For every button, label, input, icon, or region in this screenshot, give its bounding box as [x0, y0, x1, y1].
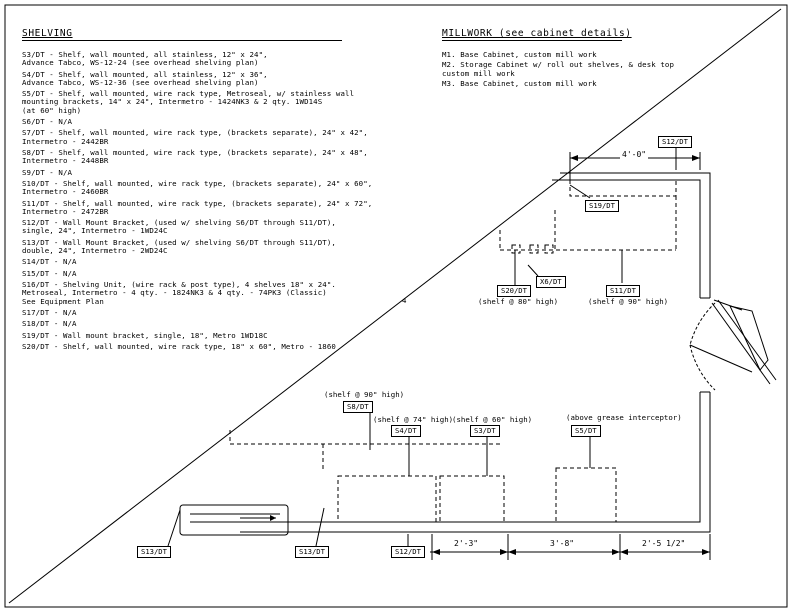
shelving-line: (at 60" high) — [22, 105, 82, 115]
tag-s8: S8/DT — [343, 401, 373, 413]
tag-s5: S5/DT — [571, 425, 601, 437]
millwork-heading: MILLWORK (see cabinet details) — [442, 28, 632, 39]
shelving-line: S14/DT - N/A — [22, 257, 77, 267]
shelving-line: Intermetro - 2472BR — [22, 206, 109, 216]
shelving-line: double, 24", Intermetro - 2WD24C — [22, 246, 168, 255]
tag-s12-top: S12/DT — [658, 136, 692, 148]
tag-s4: S4/DT — [391, 425, 421, 437]
tag-s11: S11/DT — [606, 285, 640, 297]
shelving-line: S8/DT - Shelf, wall mounted, wire rack t… — [22, 148, 368, 157]
shelving-line: S13/DT - Wall Mount Bracket, (used w/ sh… — [22, 237, 336, 247]
shelving-line: S5/DT - Shelf, wall mounted, wire rack t… — [22, 89, 355, 99]
millwork-line: M3. Base Cabinet, custom mill work — [442, 78, 597, 88]
millwork-line: M2. Storage Cabinet w/ roll out shelves,… — [442, 59, 675, 69]
note-s5-above-grease-interceptor: (above grease interceptor) — [566, 413, 682, 422]
shelving-line: Intermetro - 2442BR — [22, 136, 109, 146]
note-s11-height: (shelf @ 90" high) — [588, 297, 669, 306]
note-s4-height: (shelf @ 74" high) — [373, 415, 454, 424]
shelving-line: S6/DT - N/A — [22, 117, 73, 126]
shelving-line: S15/DT - N/A — [22, 268, 77, 278]
tag-s20: S20/DT — [497, 285, 531, 297]
shelving-line: S11/DT - Shelf, wall mounted, wire rack … — [22, 198, 373, 208]
shelving-line: See Equipment Plan — [22, 296, 104, 306]
note-s3-height: (shelf @ 60" high) — [452, 415, 533, 424]
shelving-line: Intermetro - 2448BR — [22, 156, 109, 166]
shelving-line: S4/DT - Shelf, wall mounted, all stainle… — [22, 69, 268, 79]
millwork-line: custom mill work — [442, 69, 515, 78]
shelving-line: Metroseal, Intermetro - 4 qty. - 1824NK3… — [22, 288, 327, 298]
shelving-line: Advance Tabco, WS-12-24 (see overhead sh… — [22, 58, 259, 68]
millwork-line: M1. Base Cabinet, custom mill work — [442, 50, 597, 59]
shelving-line: S12/DT - Wall Mount Bracket, (used w/ sh… — [22, 218, 336, 228]
shelving-line: Advance Tabco, WS-12-36 (see overhead sh… — [22, 77, 259, 87]
millwork-heading-rule — [442, 40, 622, 41]
shelving-line: mounting brackets, 14" x 24", Intermetro… — [22, 97, 323, 107]
door-swing — [689, 299, 777, 391]
tag-s13-a: S13/DT — [137, 546, 171, 558]
shelving-line: S7/DT - Shelf, wall mounted, wire rack t… — [22, 128, 368, 138]
shelving-line: S17/DT - N/A — [22, 308, 77, 317]
dimension-bottom-2: 3'-8" — [548, 539, 577, 548]
dimension-top: 4'-0" — [620, 150, 649, 159]
shelving-line: Intermetro - 2460BR — [22, 187, 109, 197]
shelving-line: single, 24", Intermetro - 1WD24C — [22, 226, 168, 236]
shelving-line: S19/DT - Wall mount bracket, single, 18"… — [22, 330, 268, 340]
tag-s12-bottom: S12/DT — [391, 546, 425, 558]
tag-x6: X6/DT — [536, 276, 566, 288]
shelving-heading: SHELVING — [22, 28, 73, 39]
shelving-line: S3/DT - Shelf, wall mounted, all stainle… — [22, 50, 268, 59]
tag-s3: S3/DT — [470, 425, 500, 437]
shelving-heading-rule — [22, 40, 342, 41]
dimension-bottom-1: 2'-3" — [452, 539, 481, 548]
note-s8-height: (shelf @ 90" high) — [324, 390, 405, 399]
shelving-line: S18/DT - N/A — [22, 319, 77, 329]
shelving-line: S20/DT - Shelf, wall mounted, wire rack … — [22, 342, 336, 352]
shelving-line: S9/DT - N/A — [22, 167, 73, 177]
tag-s19: S19/DT — [585, 200, 619, 212]
dimension-bottom-3: 2'-5 1/2" — [640, 539, 688, 548]
tag-s13-b: S13/DT — [295, 546, 329, 558]
shelving-line: S16/DT - Shelving Unit, (wire rack & pos… — [22, 280, 336, 290]
shelving-line: S10/DT - Shelf, wall mounted, wire rack … — [22, 179, 373, 188]
stray-text: 4 — [402, 296, 407, 305]
note-s20-height: (shelf @ 80" high) — [478, 297, 559, 306]
